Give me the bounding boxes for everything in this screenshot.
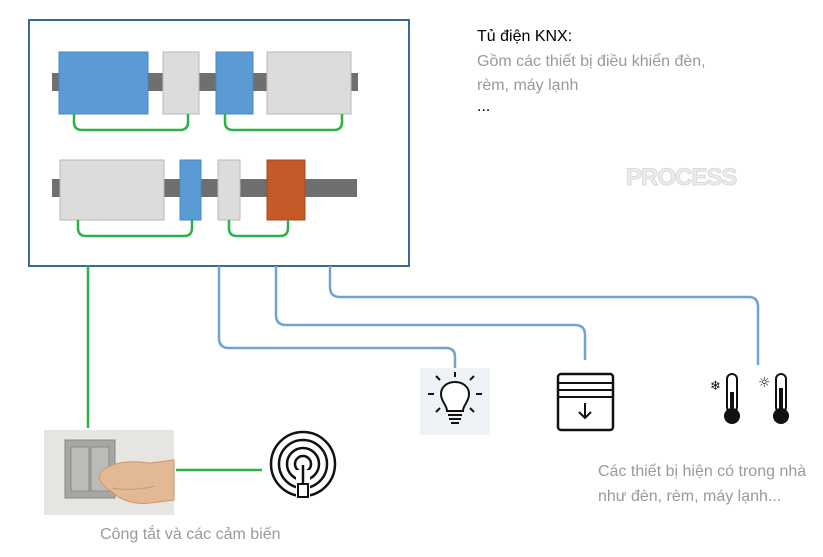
- module-gray: [266, 51, 352, 115]
- green-jumper: [76, 220, 194, 238]
- watermark-logo: PROCESS: [625, 164, 737, 192]
- cabinet-title: Tủ điện KNX:: [477, 28, 573, 45]
- module-blue: [215, 51, 254, 115]
- svg-text:☼: ☼: [758, 375, 771, 391]
- wall-switch-photo: [44, 430, 175, 515]
- module-gray: [217, 159, 241, 221]
- thermometer-sun-icon: ☼: [758, 373, 789, 424]
- svg-text:❄: ❄: [710, 379, 721, 394]
- switches-caption: Công tắt và các cảm biến: [100, 526, 281, 543]
- module-blue: [179, 159, 202, 221]
- module-gray: [59, 159, 165, 221]
- bus-line-thermo: [328, 266, 760, 365]
- cabinet-ellipsis: ...: [477, 98, 491, 115]
- light-bulb-icon: [420, 368, 490, 435]
- bus-line-curtain: [274, 266, 587, 360]
- bus-line-light: [217, 266, 457, 368]
- module-orange: [266, 159, 306, 221]
- cabinet-description: Gồm các thiết bị điều khiển đèn, rèm, má…: [477, 53, 706, 94]
- thermometer-snowflake-icon: ❄: [710, 373, 740, 424]
- green-jumper: [227, 220, 290, 238]
- curtain-icon: [556, 372, 615, 432]
- wireless-sensor-icon: [269, 430, 337, 498]
- green-jumper: [72, 114, 190, 132]
- module-blue: [58, 51, 149, 115]
- green-jumper: [223, 114, 344, 132]
- devices-caption: Các thiết bị hiện có trong nhà như đèn, …: [598, 463, 807, 505]
- module-gray: [162, 51, 200, 115]
